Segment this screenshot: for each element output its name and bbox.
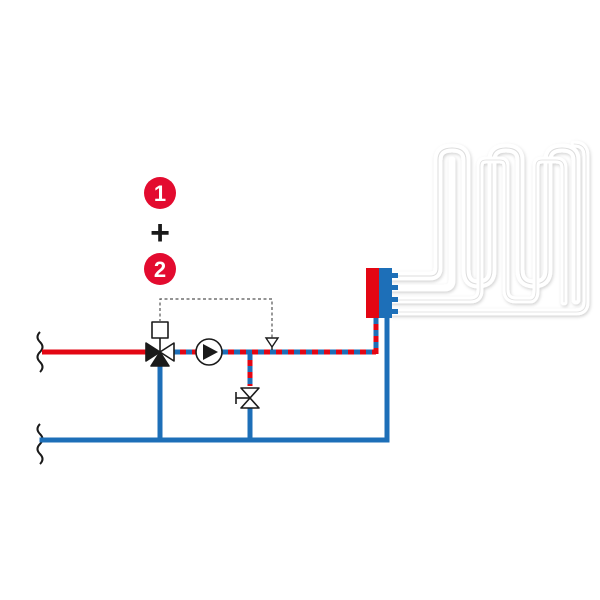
badge-1-label: 1 xyxy=(154,181,166,206)
manifold-outlets xyxy=(392,273,398,314)
two-way-valve-icon xyxy=(235,387,260,409)
badge-2: 2 xyxy=(144,253,176,285)
floor-heating-loops xyxy=(387,140,590,316)
badge-2-circle xyxy=(144,253,176,285)
manifold xyxy=(366,268,398,318)
valve-body-bottom xyxy=(150,351,170,367)
badge-1: 1 xyxy=(144,177,176,209)
pipe-break-marks xyxy=(36,331,44,465)
return-pipes xyxy=(39,315,390,443)
mixed-pipe-bypass xyxy=(247,354,253,386)
break-mark-supply xyxy=(36,331,44,373)
mixed-pipe-riser xyxy=(373,318,379,354)
plus-operator: + xyxy=(150,214,170,252)
floor-loop-tube-outline xyxy=(391,159,565,303)
valve-body-right xyxy=(159,342,175,362)
mixed-pipe-horizontal xyxy=(172,349,376,355)
manifold-supply-bar xyxy=(366,268,379,318)
valve-actuator xyxy=(151,321,169,339)
badge-2-label: 2 xyxy=(154,257,166,282)
floor-loop-tube xyxy=(388,156,456,292)
floor-loop-tube xyxy=(388,156,568,306)
control-signal-line xyxy=(159,298,273,338)
mixed-flow-pipes xyxy=(172,318,379,386)
temperature-sensor-icon xyxy=(264,337,280,350)
badge-1-circle xyxy=(144,177,176,209)
floor-loop-tube-outline xyxy=(391,143,587,313)
manifold-return-bar xyxy=(379,268,392,318)
valve-body-left xyxy=(145,342,161,362)
three-way-valve-icon xyxy=(145,321,175,367)
break-mark-return xyxy=(36,423,44,465)
circulation-pump-icon xyxy=(195,338,223,366)
